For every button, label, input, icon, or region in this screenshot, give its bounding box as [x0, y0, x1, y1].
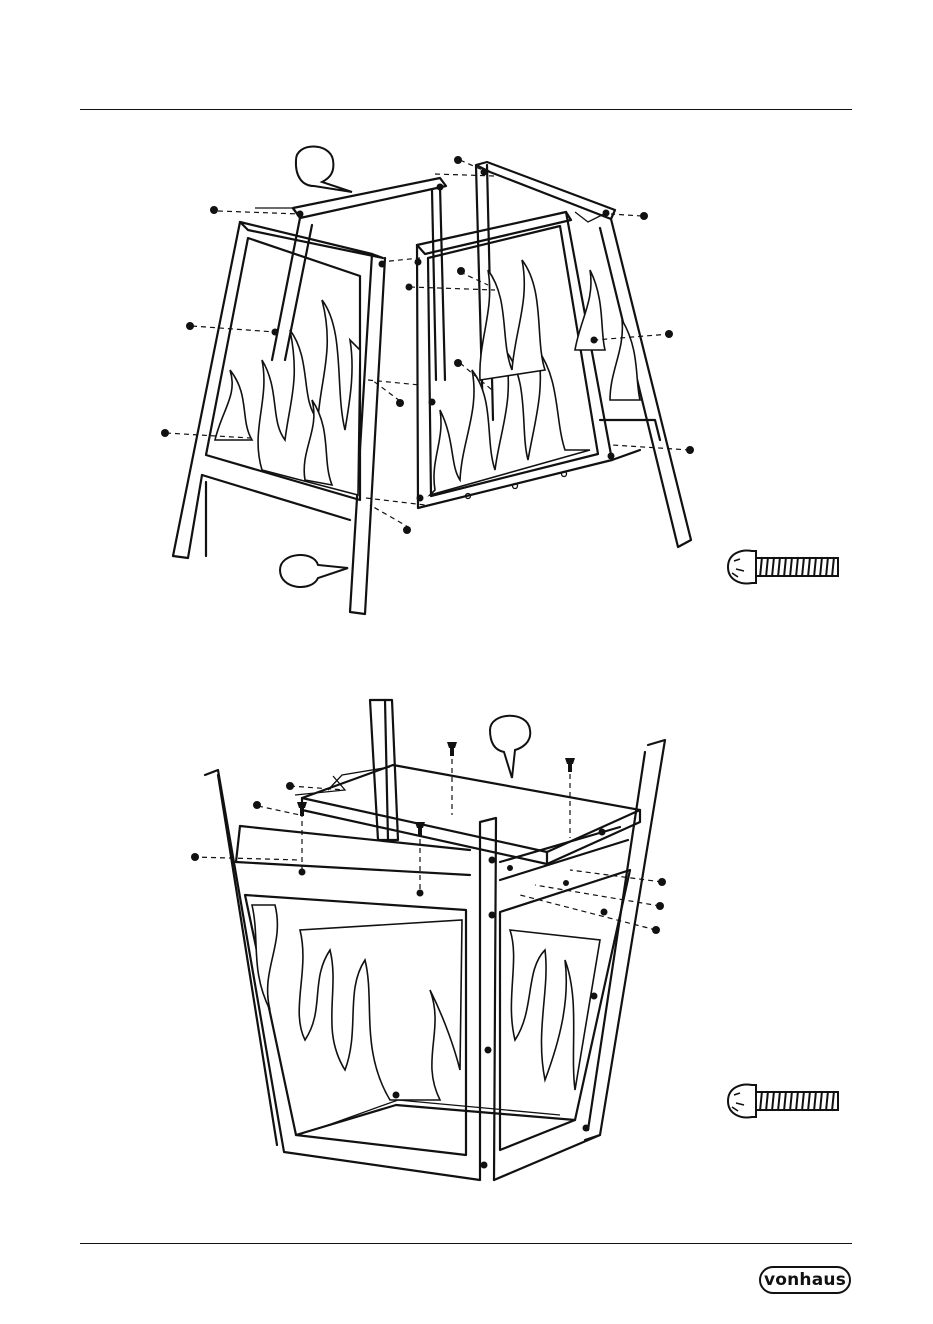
- footer-divider: [80, 1243, 852, 1244]
- callout-bubble-1: [296, 147, 352, 193]
- header-divider: [80, 109, 852, 110]
- bolt-icon: [724, 1081, 842, 1121]
- bolt-icon: [724, 547, 842, 587]
- brand-logo: vonhaus: [759, 1266, 851, 1294]
- callout-bubble-2: [280, 555, 348, 587]
- callout-bubble-3: [490, 716, 530, 778]
- flame-cutouts-left: [215, 300, 360, 495]
- brand-logo-text: vonhaus: [764, 1270, 846, 1290]
- flame-cutouts: [252, 905, 600, 1100]
